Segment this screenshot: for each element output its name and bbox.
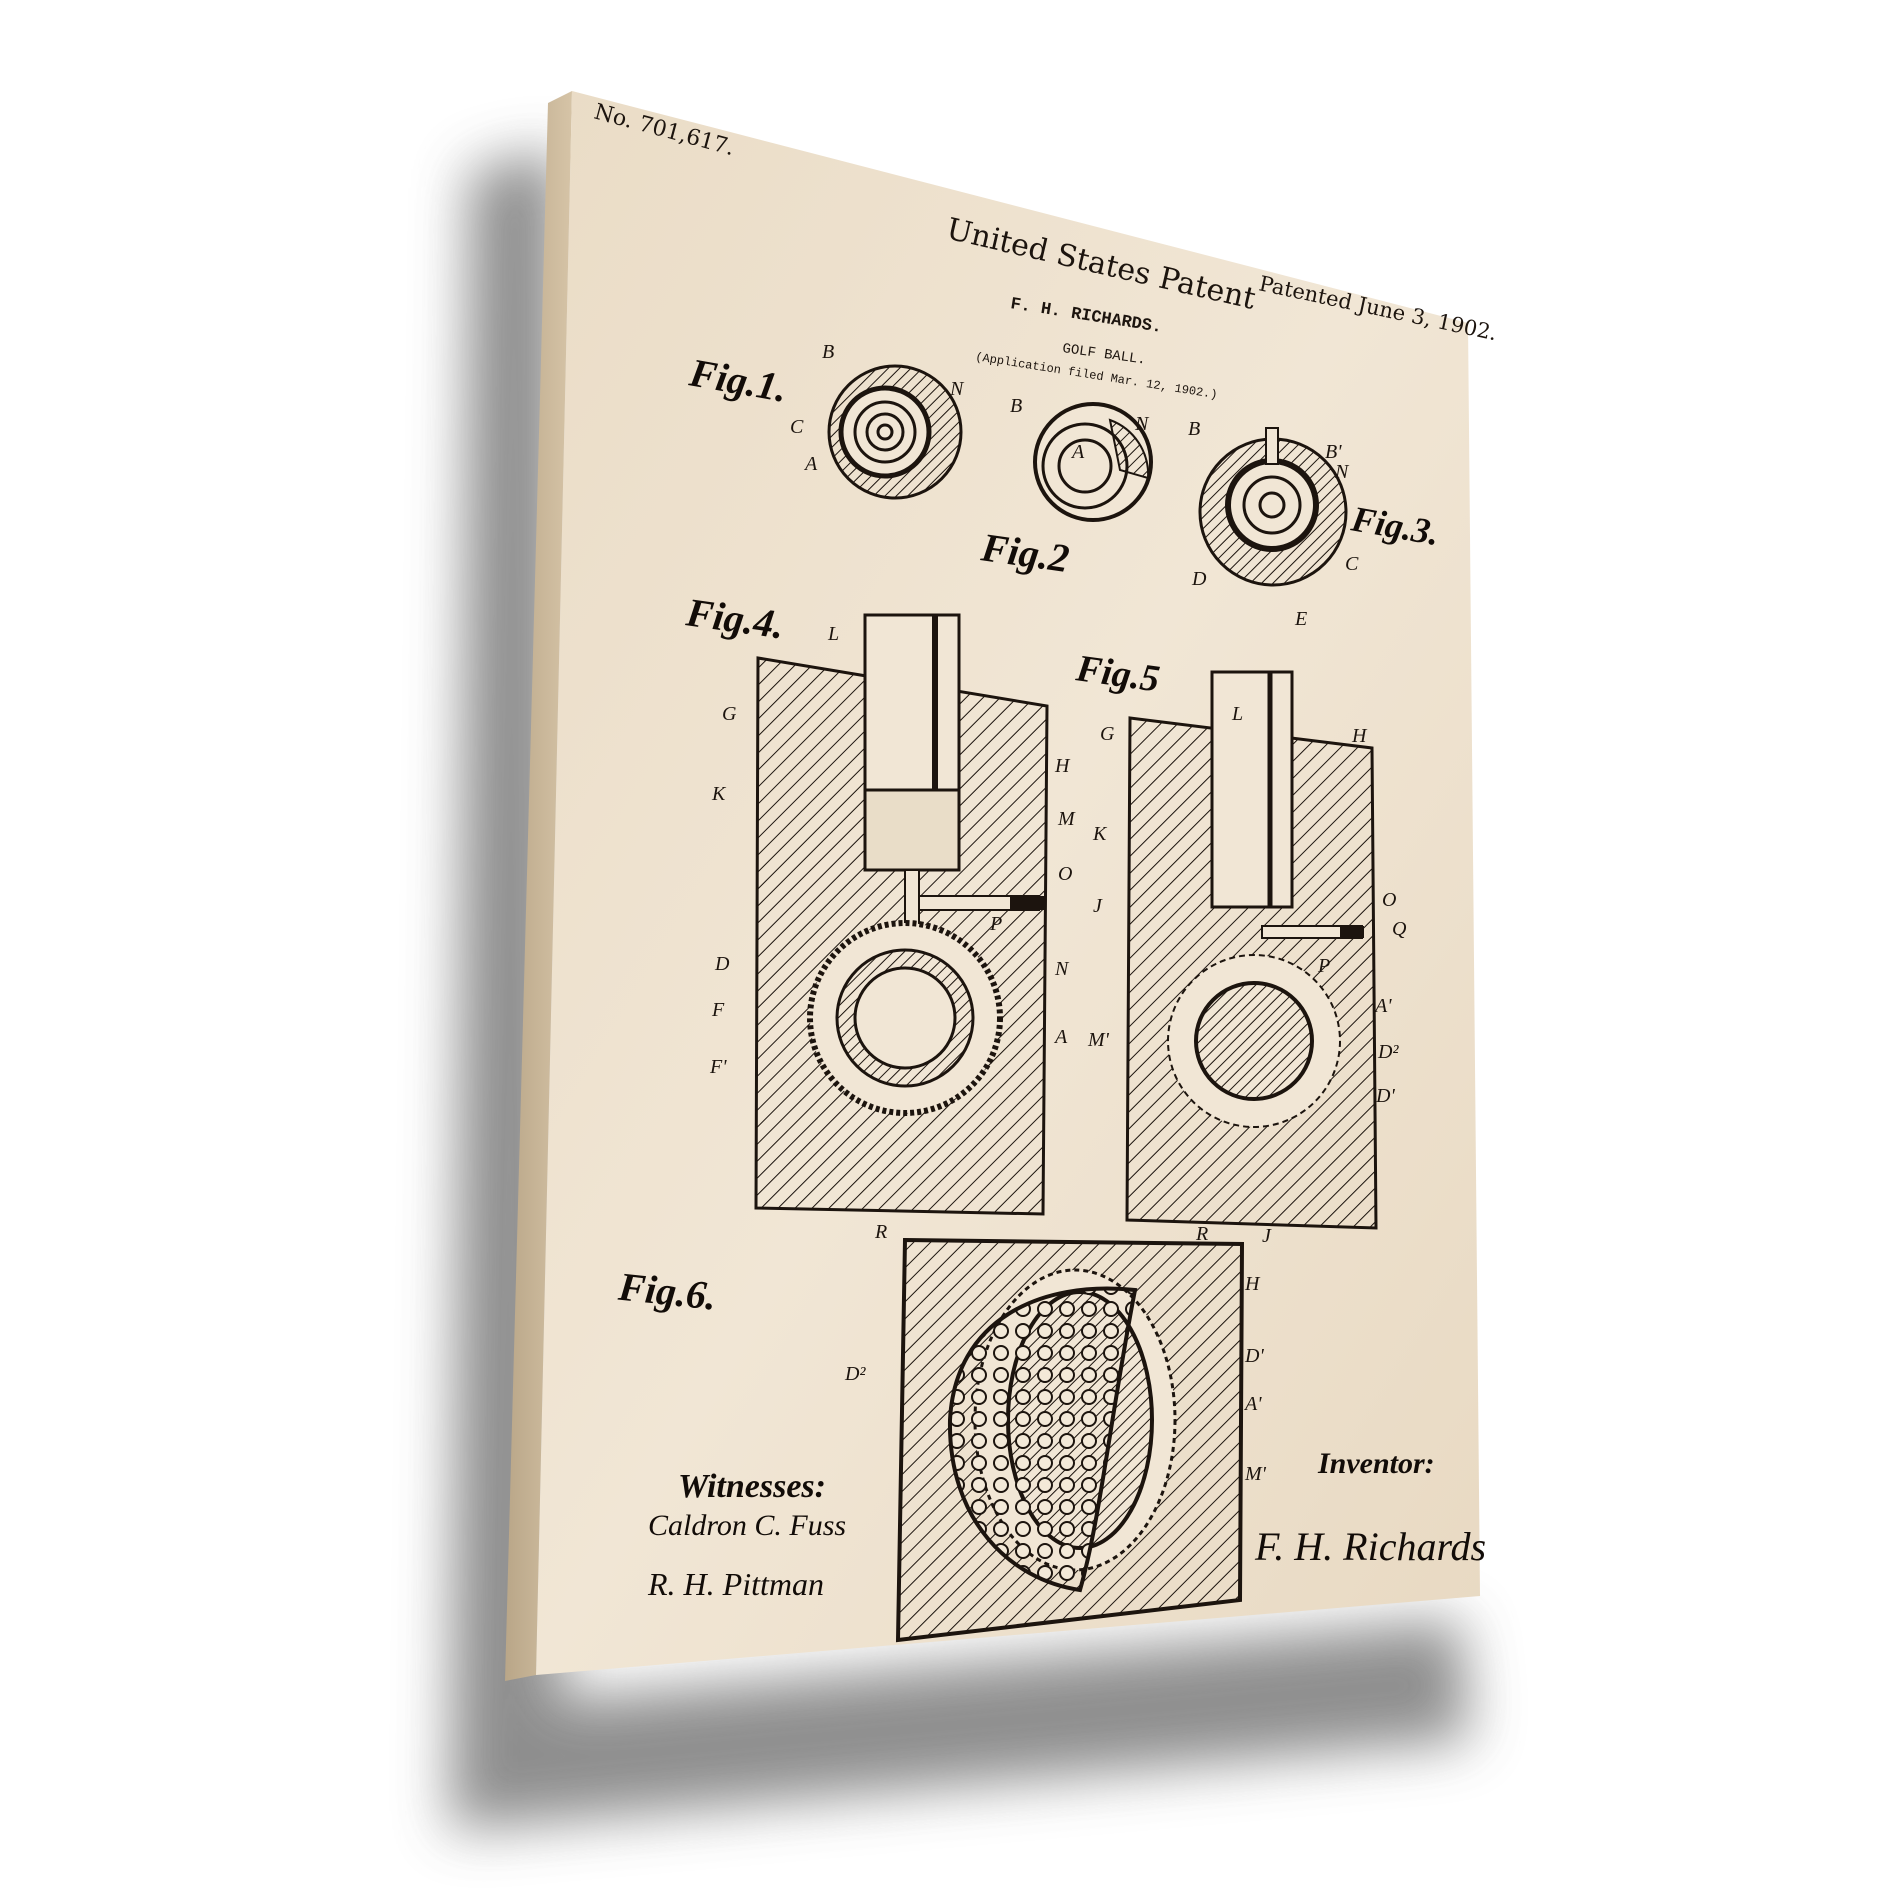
witness-signature: Caldron C. Fuss	[648, 1509, 846, 1542]
label: J	[1262, 1225, 1272, 1247]
label: R	[874, 1221, 887, 1243]
label: B	[1188, 418, 1200, 440]
label: D²	[844, 1363, 866, 1385]
label: M'	[1087, 1029, 1110, 1051]
label: P	[1317, 955, 1330, 977]
label: F	[711, 999, 725, 1021]
label: A	[803, 453, 818, 475]
label: D'	[1375, 1085, 1395, 1107]
witnesses-heading: Witnesses:	[678, 1468, 826, 1505]
label: O	[1382, 889, 1396, 911]
label: O	[1058, 863, 1072, 885]
label: C	[790, 416, 804, 438]
label: H	[1054, 755, 1071, 777]
label: D	[714, 953, 730, 975]
label: D'	[1244, 1345, 1264, 1367]
label: C	[1345, 553, 1359, 575]
label: M	[1057, 808, 1076, 830]
label: B'	[1325, 441, 1342, 463]
label: D²	[1377, 1041, 1399, 1063]
label: L	[1231, 703, 1243, 725]
label: B	[1010, 395, 1022, 417]
label: G	[722, 703, 737, 725]
label: F'	[709, 1056, 727, 1078]
witness-signature: R. H. Pittman	[647, 1566, 824, 1602]
label: A	[1053, 1026, 1068, 1048]
label: K	[711, 783, 727, 805]
label: N	[1054, 958, 1070, 980]
label: R	[1195, 1223, 1208, 1245]
label: N	[949, 378, 965, 400]
label: A'	[1373, 995, 1392, 1017]
inventor-heading: Inventor:	[1317, 1447, 1435, 1480]
label: B	[822, 341, 834, 363]
label: A	[1070, 441, 1085, 463]
label: K	[1092, 823, 1108, 845]
label: G	[1100, 723, 1115, 745]
label: L	[827, 623, 839, 645]
label: A'	[1243, 1393, 1262, 1415]
label: D	[1191, 568, 1207, 590]
label: Q	[1392, 918, 1407, 940]
label: P	[989, 913, 1002, 935]
label: J	[1093, 895, 1103, 917]
inventor-signature: F. H. Richards	[1254, 1524, 1486, 1569]
label: M'	[1244, 1463, 1267, 1485]
label: E	[1294, 608, 1307, 630]
label: H	[1351, 725, 1368, 747]
label: N	[1334, 461, 1350, 483]
label: N	[1134, 413, 1150, 435]
label: H	[1244, 1273, 1261, 1295]
